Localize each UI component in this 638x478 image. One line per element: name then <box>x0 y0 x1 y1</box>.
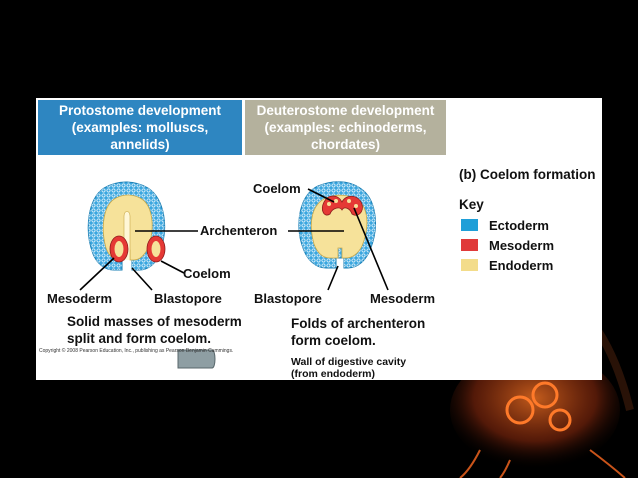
protostome-header: Protostome development (examples: mollus… <box>38 100 242 155</box>
deuterostome-header: Deuterostome development (examples: echi… <box>245 100 446 155</box>
key-item-label: Ectoderm <box>489 218 549 233</box>
blastopore-label-deuterostome: Blastopore <box>254 291 322 306</box>
wall-caption: Wall of digestive cavity (from endoderm) <box>291 356 406 380</box>
protostome-header-line: annelids) <box>110 137 170 152</box>
ectoderm-swatch <box>461 219 478 231</box>
panel-title: (b) Coelom formation <box>459 167 596 182</box>
archenteron-label: Archenteron <box>200 223 278 238</box>
deuterostome-header-line: (examples: echinoderms, <box>264 120 427 135</box>
copyright-notice: Copyright © 2008 Pearson Education, Inc.… <box>39 348 234 354</box>
protostome-embryo <box>87 181 166 271</box>
key-item-label: Mesoderm <box>489 238 555 253</box>
protostome-caption: Solid masses of mesoderm split and form … <box>67 313 242 347</box>
deuterostome-caption: Folds of archenteron form coelom. <box>291 315 425 349</box>
protostome-header-line: (examples: molluscs, <box>71 120 209 135</box>
caption-line: Wall of digestive cavity <box>291 356 407 368</box>
caption-line: split and form coelom. <box>67 331 212 346</box>
caption-line: form coelom. <box>291 333 376 348</box>
deuterostome-embryo <box>298 181 376 269</box>
leader-lines <box>79 188 389 291</box>
slide-panel: Protostome development (examples: mollus… <box>36 98 602 380</box>
mesoderm-label-deuterostome: Mesoderm <box>370 291 436 306</box>
mesoderm-swatch <box>461 239 478 251</box>
protostome-header-line: Protostome development <box>58 103 222 118</box>
blastopore-label-protostome: Blastopore <box>154 291 222 306</box>
mesoderm-label-protostome: Mesoderm <box>47 291 113 306</box>
key-item-label: Endoderm <box>489 258 554 273</box>
deuterostome-header-line: chordates) <box>310 137 381 152</box>
coelom-diagram <box>79 181 389 369</box>
coelom-label-deuterostome: Coelom <box>253 181 301 196</box>
caption-line: Solid masses of mesoderm <box>67 314 242 329</box>
endoderm-swatch <box>461 259 478 271</box>
deuterostome-header-line: Deuterostome development <box>256 103 435 118</box>
caption-line: Folds of archenteron <box>291 316 426 331</box>
coelom-label-protostome: Coelom <box>183 266 231 281</box>
caption-line: (from endoderm) <box>291 368 375 380</box>
key-title: Key <box>459 197 484 212</box>
